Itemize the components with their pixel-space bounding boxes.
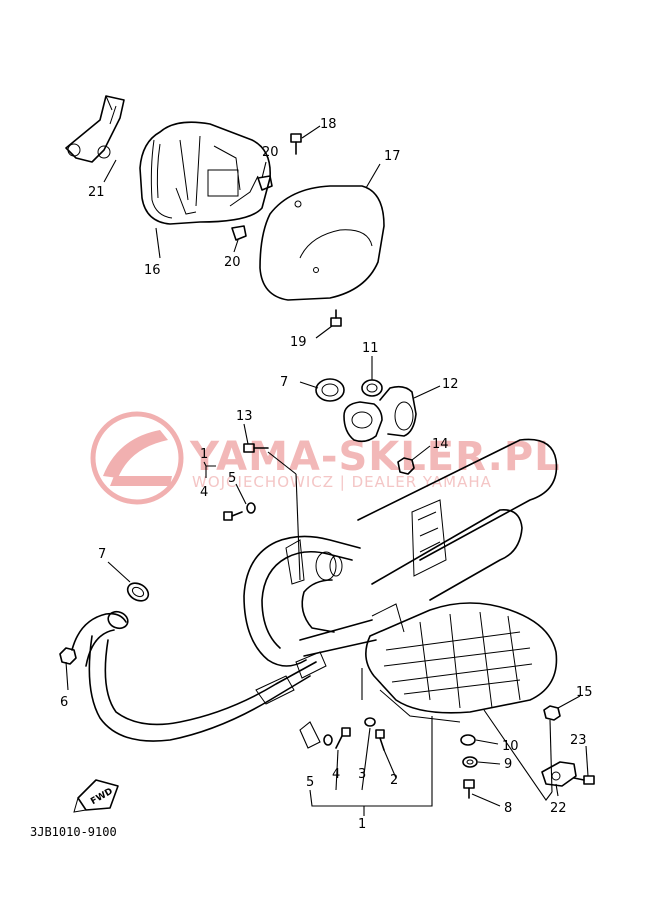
callout-12: 12: [442, 377, 459, 392]
part-20-clip-b: [231, 225, 247, 241]
callout-5-upper: 5: [228, 471, 236, 486]
part-5-washer-lower: [323, 734, 333, 746]
callout-1-upper: 1: [200, 447, 208, 462]
part-5-washer-upper: [246, 502, 256, 514]
fwd-arrow: FWD: [73, 779, 119, 813]
callout-4-upper: 4: [200, 485, 208, 500]
callout-20-upper: 20: [262, 145, 279, 160]
watermark: YAMA-SKLER.PL WOJCIECHOWICZ | DEALER YAM…: [90, 411, 561, 505]
part-10-nut: [460, 734, 476, 746]
part-4-screw-lower: [335, 727, 351, 749]
callout-16: 16: [144, 263, 161, 278]
callout-9: 9: [504, 757, 512, 772]
callout-7-lower: 7: [98, 547, 106, 562]
part-7-gasket-lower: [126, 582, 150, 602]
callout-2: 2: [390, 773, 398, 788]
callout-18: 18: [320, 117, 337, 132]
part-16-inner-cover: [139, 121, 271, 225]
part-15-nut: [543, 705, 561, 721]
callout-19: 19: [290, 335, 307, 350]
part-4-screw-upper: [223, 511, 243, 521]
callout-21: 21: [88, 185, 105, 200]
callout-23: 23: [570, 733, 587, 748]
callout-20-lower: 20: [224, 255, 241, 270]
front-exhaust-pipe: [71, 610, 327, 742]
part-12-exhaust-joint: [343, 385, 417, 443]
part-11-ring: [361, 379, 383, 397]
part-14-nut: [397, 457, 415, 475]
callout-13: 13: [236, 409, 253, 424]
callout-6: 6: [60, 695, 68, 710]
callout-3: 3: [358, 767, 366, 782]
diagram-code: 3JB1010-9100: [30, 825, 117, 839]
watermark-sub-text: WOJCIECHOWICZ | DEALER YAMAHA: [192, 473, 492, 491]
part-19-screw: [330, 309, 342, 327]
callout-4-lower: 4: [332, 767, 340, 782]
part-21-bracket: [65, 95, 125, 163]
part-8-bolt: [463, 779, 475, 799]
part-7-gasket-upper: [315, 378, 345, 402]
part-17-side-cover: [259, 185, 385, 301]
watermark-logo: [90, 411, 184, 505]
callout-10: 10: [502, 739, 519, 754]
callout-11: 11: [362, 341, 379, 356]
part-13-bolt: [243, 443, 269, 453]
leader-lines: [65, 125, 589, 816]
part-22-bracket: [541, 761, 577, 787]
muffler-assembly: [243, 438, 558, 723]
callout-1-lower: 1: [358, 817, 366, 832]
watermark-main-text: YAMA-SKLER.PL: [189, 434, 561, 480]
part-18-screw: [290, 133, 302, 155]
part-23-bolt: [573, 775, 595, 785]
callout-14: 14: [432, 437, 449, 452]
callout-7-upper: 7: [280, 375, 288, 390]
callout-8: 8: [504, 801, 512, 816]
part-9-washer: [462, 756, 478, 768]
callout-22: 22: [550, 801, 567, 816]
callout-labels: 21 16 20 20 18 17 19 7 11 12 13 14 1 5 4…: [60, 117, 593, 832]
part-3-washer: [364, 717, 376, 727]
part-20-clip-a: [257, 175, 273, 191]
callout-15: 15: [576, 685, 593, 700]
callout-5-lower: 5: [306, 775, 314, 790]
part-6-nut: [59, 647, 77, 665]
part-2-bolt: [375, 729, 385, 751]
callout-17: 17: [384, 149, 401, 164]
